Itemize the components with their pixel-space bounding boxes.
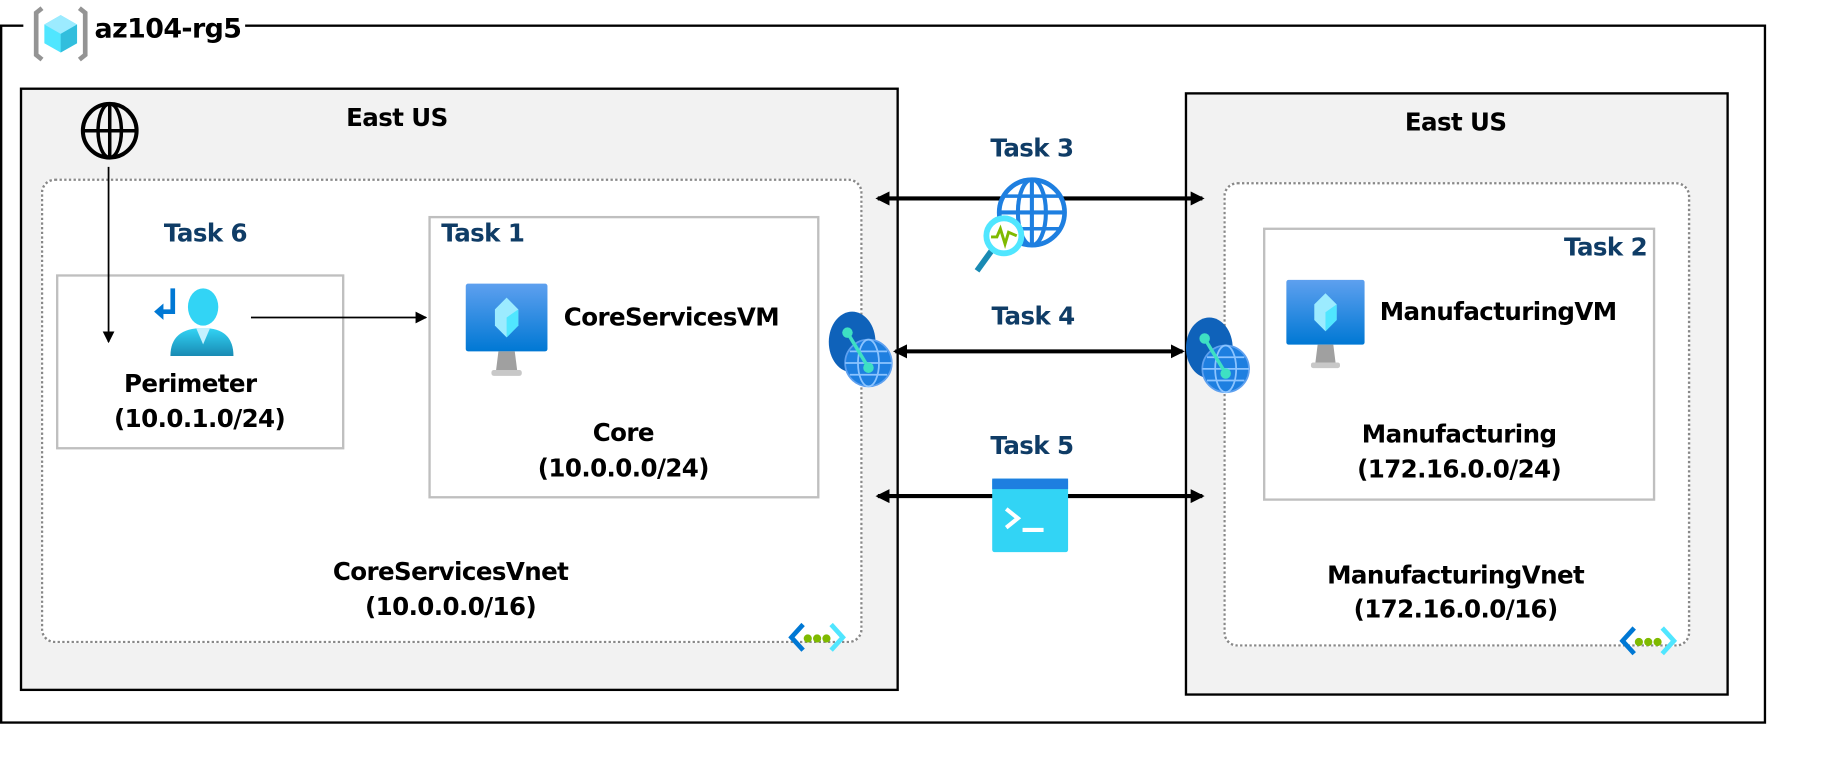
user-icon [154,288,234,357]
vm-name: CoreServicesVM [563,303,780,332]
vm-name: ManufacturingVM [1379,297,1617,326]
virtual-network-icon [788,622,846,652]
network-watcher-icon [974,177,1067,273]
subnet-name: Perimeter [124,370,257,399]
cloud-shell-icon [992,478,1069,553]
subnet-name: Manufacturing [1361,420,1557,449]
virtual-network-icon [1619,626,1678,656]
vnet-name: CoreServicesVnet [332,557,569,586]
task-1-label: Task 1 [441,219,525,248]
vnet-cidr: (172.16.0.0/16) [1353,595,1559,624]
region-label: East US [1404,108,1507,137]
virtual-machine-icon [1286,279,1365,369]
region-label: East US [346,103,448,132]
virtual-machine-icon [465,283,548,376]
task-2-label: Task 2 [1563,233,1648,262]
task-3-label: Task 3 [990,134,1074,163]
subnet-cidr: (172.16.0.0/24) [1357,455,1562,484]
vnet-cidr: (10.0.0.0/16) [365,592,537,622]
subnet-cidr: (10.0.0.0/24) [537,454,710,483]
resource-group-icon [33,6,88,62]
subnet-cidr: (10.0.1.0/24) [114,405,286,434]
globe-icon [80,101,139,160]
subnet-core [428,215,820,499]
resource-group-name: az104-rg5 [94,14,242,45]
vnet-name: ManufacturingVnet [1327,561,1585,590]
subnet-name: Core [592,419,655,448]
task-5-label: Task 5 [990,431,1074,460]
resource-group-frame [0,24,1767,724]
vnet-peering-icon [1185,317,1250,394]
task-4-label: Task 4 [991,302,1076,331]
vnet-peering-icon [828,311,893,388]
task-6-label: Task 6 [163,219,248,248]
